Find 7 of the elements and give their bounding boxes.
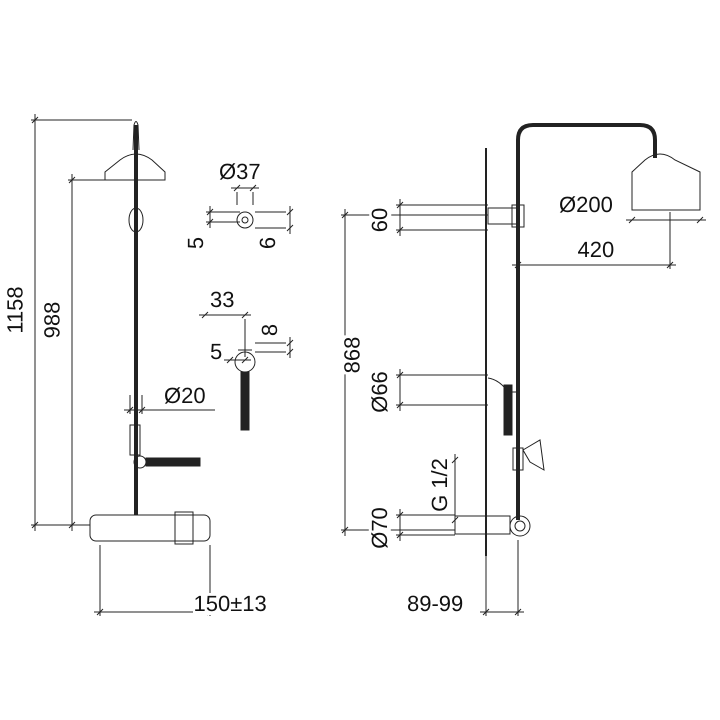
dimension-label: Ø66 (368, 370, 391, 414)
dimension-label: Ø37 (218, 161, 262, 183)
dimension-label: 60 (369, 206, 392, 234)
dimension-label: Ø200 (558, 194, 614, 216)
dimension-label: Ø70 (368, 506, 391, 550)
dimension-label: Ø20 (163, 385, 207, 407)
dimension-label: 150±13 (192, 593, 268, 615)
